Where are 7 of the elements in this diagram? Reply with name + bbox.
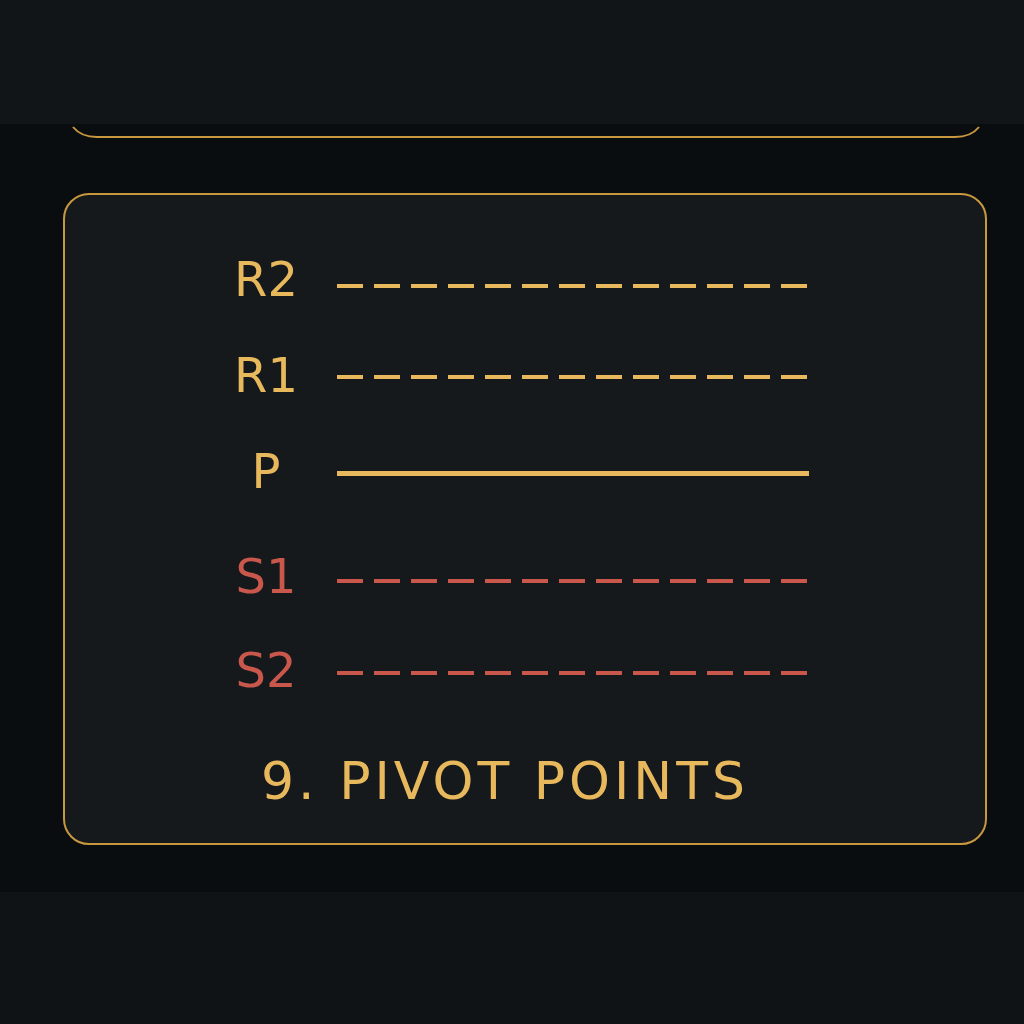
card: [63, 193, 987, 845]
level-label: P: [250, 446, 282, 495]
level-label: R2: [233, 254, 299, 303]
level-label: R1: [233, 350, 299, 399]
level-label: S2: [234, 645, 298, 694]
card-title: 9. PIVOT POINTS: [261, 755, 749, 808]
level-label: S1: [234, 551, 298, 600]
